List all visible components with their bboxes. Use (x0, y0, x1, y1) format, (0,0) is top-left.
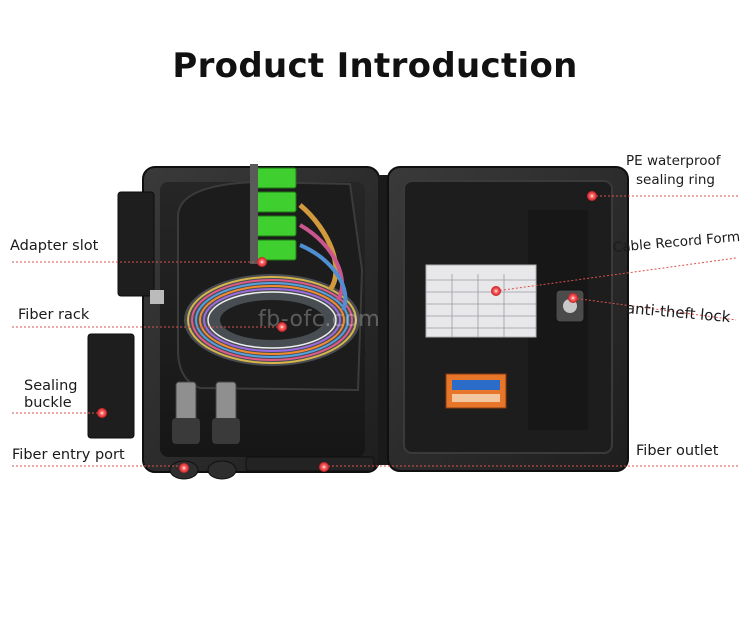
marker-dots (97, 191, 597, 473)
base-enclosure (142, 164, 380, 480)
label-fiber-entry-port: Fiber entry port (12, 447, 125, 463)
label-pe-waterproof-line1: PE waterproof (626, 153, 721, 169)
label-pe-waterproof-line2: sealing ring (636, 172, 715, 188)
label-sealing-buckle-line1: Sealing (24, 378, 78, 394)
label-sealing-buckle-line2: buckle (24, 395, 72, 411)
label-fiber-rack: Fiber rack (18, 307, 90, 323)
adapter-slot (250, 164, 297, 264)
label-adapter-slot: Adapter slot (10, 238, 99, 254)
lid-enclosure (387, 166, 629, 472)
label-fiber-outlet: Fiber outlet (636, 443, 719, 459)
watermark: fb-ofc.com (258, 307, 381, 332)
page-title: Product Introduction (172, 46, 578, 86)
